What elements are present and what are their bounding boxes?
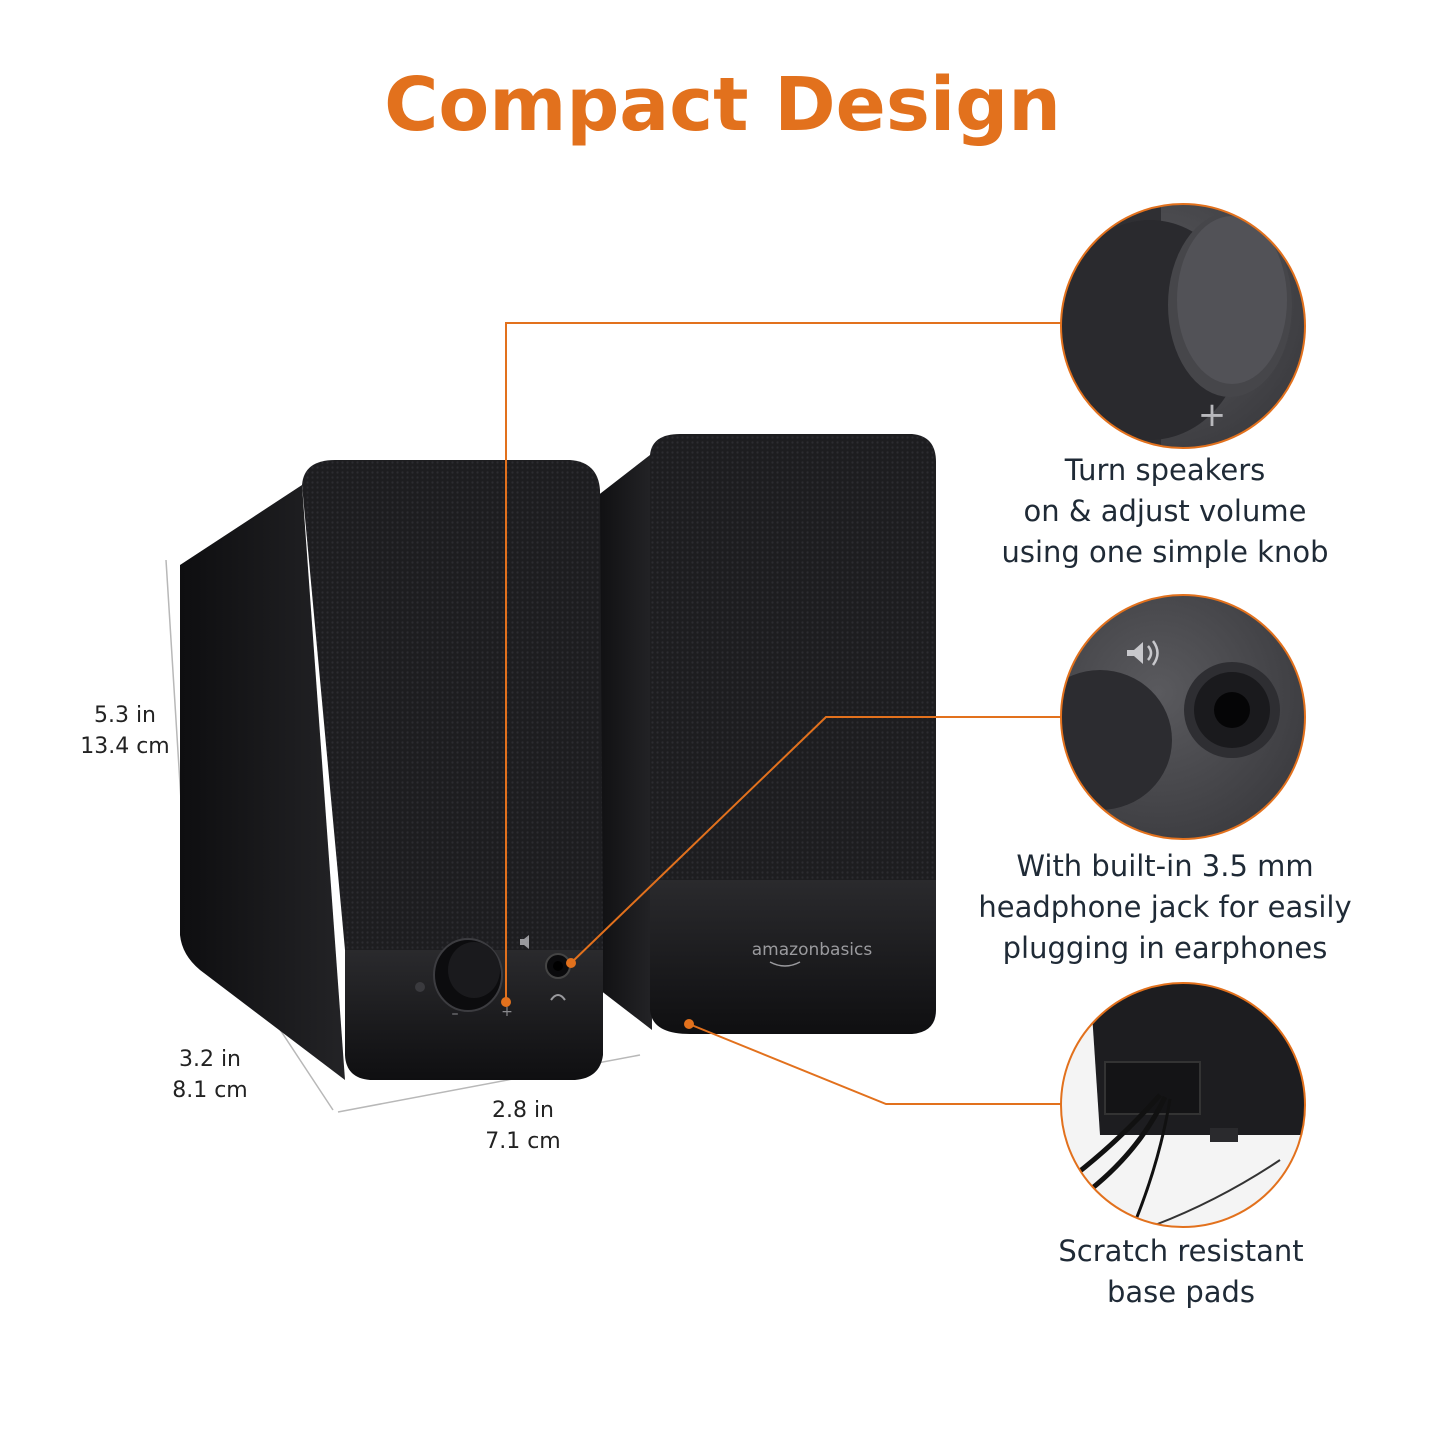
- height-imperial: 5.3 in: [93, 703, 157, 728]
- callout-lines: [505, 322, 1061, 1105]
- feature-line: on & adjust volume: [1023, 494, 1307, 528]
- depth-imperial: 3.2 in: [178, 1047, 242, 1072]
- depth-metric: 8.1 cm: [172, 1078, 248, 1103]
- height-metric: 13.4 cm: [80, 734, 170, 759]
- callout-dots: [501, 958, 694, 1029]
- volume-knob-icon: [433, 938, 503, 1012]
- feature-base-pads-caption: Scratch resistant base pads: [976, 1231, 1386, 1313]
- feature-line: base pads: [1106, 1275, 1256, 1309]
- feature-line: plugging in earphones: [1002, 931, 1328, 965]
- width-dimension-label: 2.8 in 7.1 cm: [468, 1095, 578, 1157]
- feature-jack-caption: With built-in 3.5 mm headphone jack for …: [950, 846, 1380, 969]
- right-speaker: amazonbasics: [592, 434, 936, 1034]
- feature-line: headphone jack for easily: [978, 890, 1352, 924]
- svg-text:+: +: [501, 1004, 513, 1020]
- speaker-volume-icon: [520, 935, 529, 949]
- jack-closeup-circle: [1060, 594, 1306, 840]
- page-title: Compact Design: [384, 62, 1061, 148]
- feature-knob-caption: Turn speakers on & adjust volume using o…: [960, 450, 1370, 573]
- svg-text:–: –: [452, 1006, 459, 1022]
- feature-line: Scratch resistant: [1058, 1234, 1304, 1268]
- width-metric: 7.1 cm: [485, 1129, 561, 1154]
- base-pads-closeup-circle: [1060, 982, 1306, 1228]
- power-led-icon: [415, 982, 425, 992]
- width-imperial: 2.8 in: [491, 1098, 555, 1123]
- headphone-jack-icon: [545, 953, 571, 1001]
- knob-closeup-circle: +: [1060, 203, 1306, 449]
- feature-line: Turn speakers: [1064, 453, 1266, 487]
- svg-text:+: +: [1198, 395, 1227, 435]
- svg-text:amazonbasics: amazonbasics: [752, 940, 873, 960]
- feature-line: With built-in 3.5 mm: [1016, 849, 1314, 883]
- left-speaker: – +: [180, 460, 603, 1080]
- feature-line: using one simple knob: [1001, 535, 1329, 569]
- amazonbasics-logo: amazonbasics: [752, 940, 873, 967]
- height-dimension-label: 5.3 in 13.4 cm: [70, 700, 180, 762]
- depth-dimension-label: 3.2 in 8.1 cm: [155, 1044, 265, 1106]
